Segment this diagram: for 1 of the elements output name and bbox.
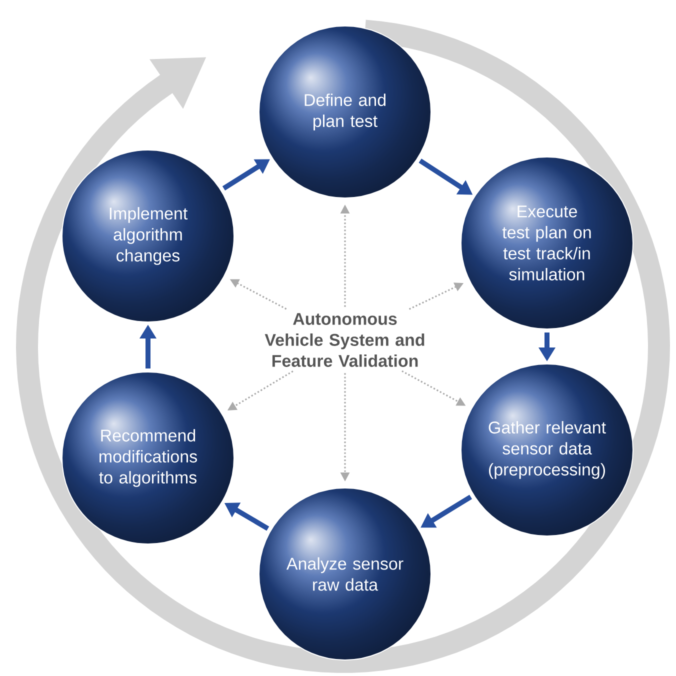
center-label: Autonomous Vehicle System and Feature Validation bbox=[264, 313, 424, 367]
